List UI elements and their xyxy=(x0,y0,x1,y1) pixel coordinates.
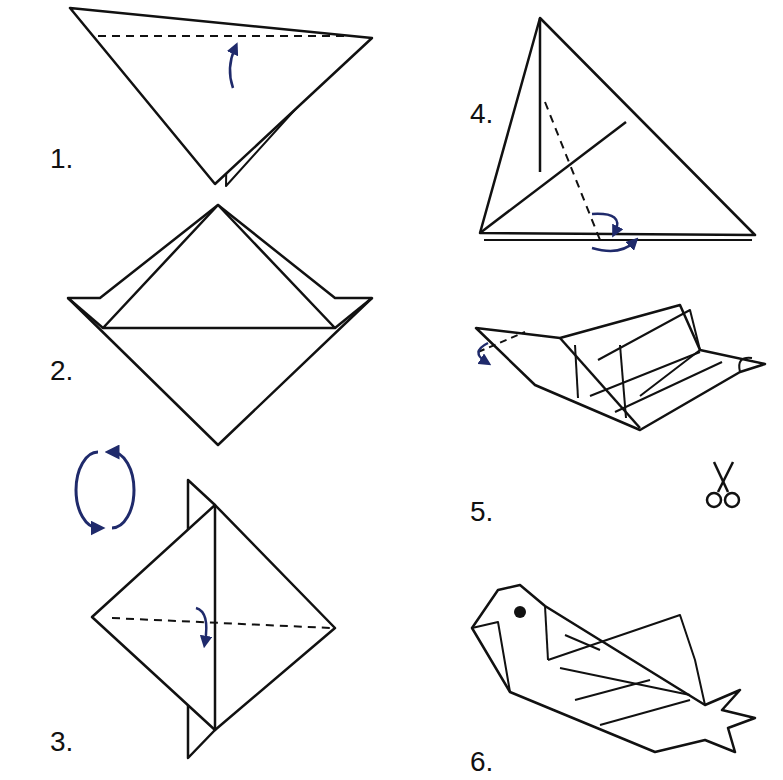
step-1-figure xyxy=(70,8,372,186)
step-2-figure xyxy=(68,205,372,445)
step-3-figure xyxy=(92,480,335,758)
step-number: 1. xyxy=(50,145,73,173)
step-number: 4. xyxy=(470,100,493,128)
step-5-figure xyxy=(476,305,765,507)
step-number: 5. xyxy=(470,498,493,526)
step-4-figure xyxy=(480,18,755,251)
scissors-symbol xyxy=(707,462,739,507)
step-6-figure xyxy=(472,585,755,752)
turn-over-symbol xyxy=(76,452,134,528)
step-number: 6. xyxy=(470,748,493,776)
step-number: 3. xyxy=(50,728,73,756)
step-number: 2. xyxy=(50,357,73,385)
